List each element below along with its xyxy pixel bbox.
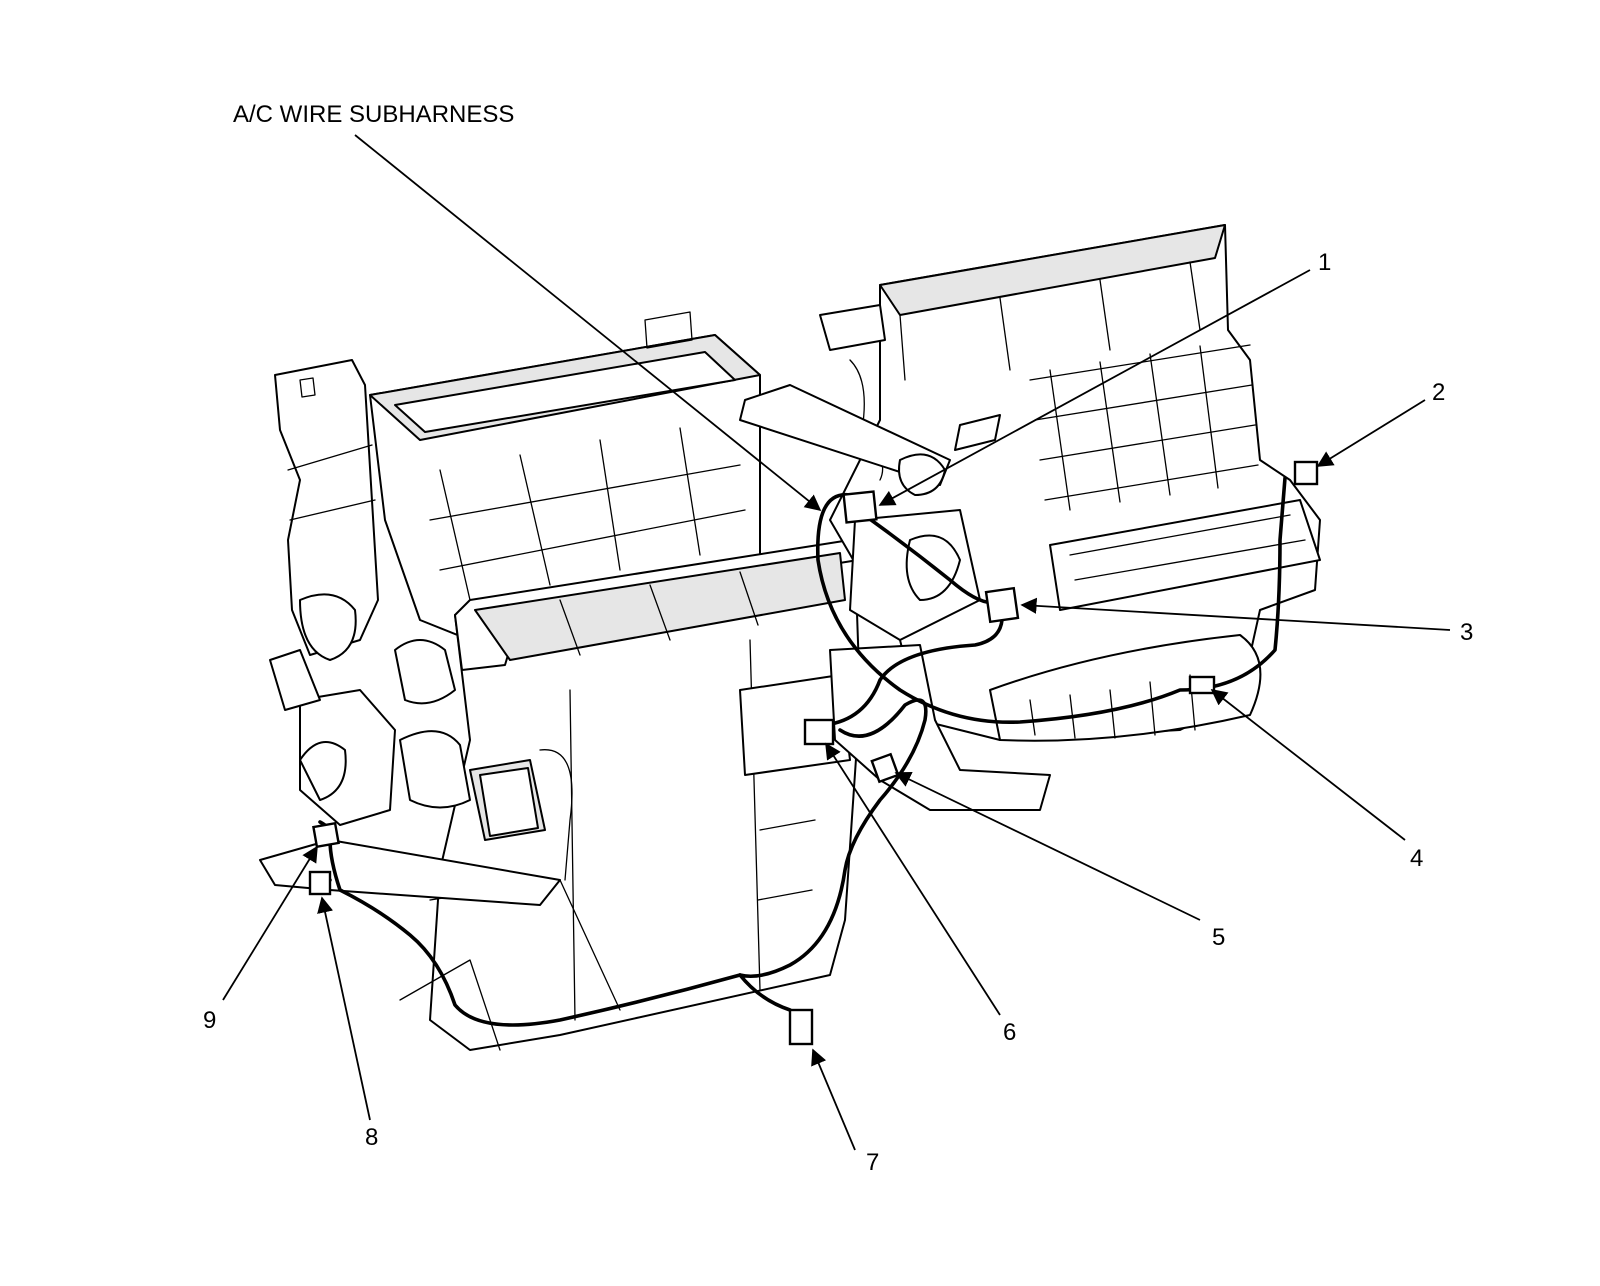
leader-harness [354,134,822,512]
leader-8 [317,896,371,1121]
connector-4 [1188,675,1216,695]
connector-3 [984,586,1020,624]
callout-6: 6 [1003,1019,1016,1046]
callout-9: 9 [203,1007,216,1034]
leader-2 [1316,399,1426,467]
labels: A/C WIRE SUBHARNESS 1 2 3 4 5 6 7 8 9 [203,101,1473,1176]
leader-6 [825,742,1001,1016]
connectors [308,460,1319,1046]
callout-2: 2 [1432,379,1445,406]
connector-9 [312,821,340,849]
callout-7: 7 [866,1149,879,1176]
callout-8: 8 [365,1124,378,1151]
connector-1 [842,490,878,524]
connector-2 [1293,460,1319,486]
callout-5: 5 [1212,924,1225,951]
connector-8 [308,870,332,896]
leader-1 [878,269,1311,506]
leader-9 [222,845,318,1001]
callout-1: 1 [1318,249,1331,276]
callout-4: 4 [1410,845,1423,872]
leader-3 [1020,597,1451,631]
hvac-housing-drawing [259,224,1321,1051]
wire-subharness [318,476,1287,1027]
leader-7 [811,1048,856,1151]
leader-lines [222,134,1451,1151]
connector-5 [870,752,900,784]
leader-5 [894,772,1201,921]
harness-label: A/C WIRE SUBHARNESS [233,101,514,128]
connector-6 [803,718,835,746]
connector-7 [788,1008,814,1046]
callout-3: 3 [1460,619,1473,646]
leader-4 [1210,689,1406,841]
